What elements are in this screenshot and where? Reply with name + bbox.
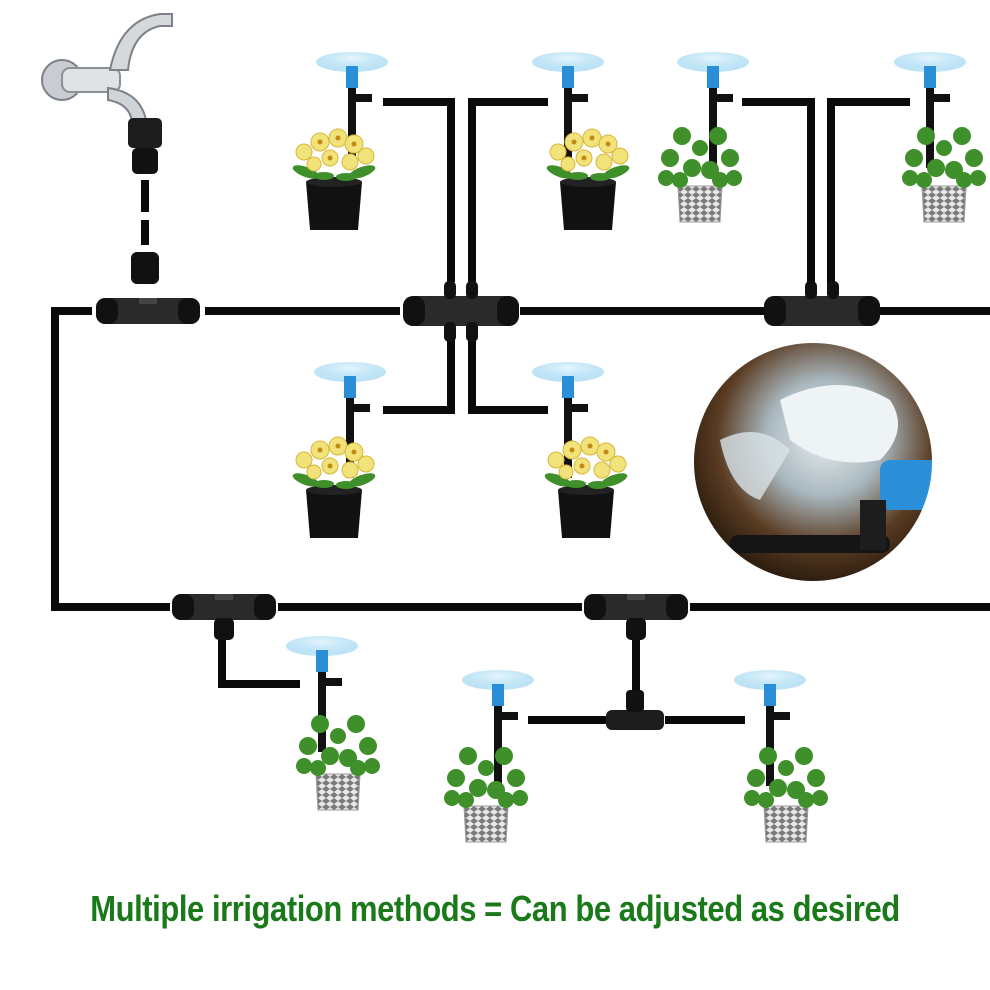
tee-connector-top [96, 252, 200, 324]
potted-plant-icon [743, 746, 829, 843]
small-tee-connector [606, 690, 664, 730]
potted-plant-icon [657, 126, 743, 223]
potted-plant-icon [443, 746, 529, 843]
cross-connector-left-bottom-nipples [444, 322, 478, 342]
tee-connector-bottom-right [584, 594, 688, 640]
water-spray-photo [693, 342, 933, 582]
faucet-icon [41, 13, 173, 174]
potted-flower-icon [290, 436, 378, 539]
pipe-network [51, 98, 990, 724]
cross-connector-right [764, 281, 880, 326]
potted-flower-icon [290, 128, 378, 231]
tee-connector-bottom-left [172, 594, 276, 640]
sprinkler-stake-icon [532, 52, 604, 168]
potted-flower-icon [544, 128, 632, 231]
sprinkler-stake-icon [532, 362, 604, 478]
sprinkler-stake-icon [734, 670, 806, 786]
sprinkler-stake-icon [677, 52, 749, 168]
sprinkler-stake-icon [462, 670, 534, 786]
caption-text: Multiple irrigation methods = Can be adj… [90, 888, 900, 929]
potted-plant-icon [901, 126, 987, 223]
sprinkler-stake-icon [894, 52, 966, 168]
potted-plant-icon [295, 714, 381, 811]
sprinkler-stake-icon [286, 636, 358, 752]
cross-connector-left [403, 281, 519, 326]
potted-flower-icon [542, 436, 630, 539]
